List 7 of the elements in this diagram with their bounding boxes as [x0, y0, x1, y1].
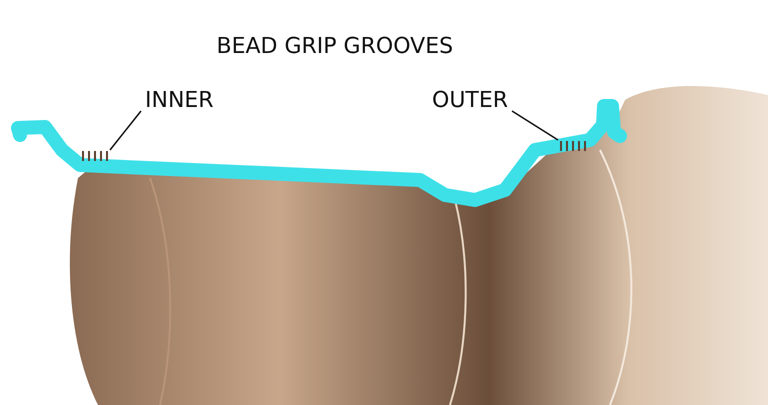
- title: BEAD GRIP GROOVES: [216, 34, 454, 59]
- groove-ridges: [80, 150, 110, 162]
- groove-ridges: [558, 140, 588, 152]
- part-label: INNER: [145, 88, 214, 113]
- leader-line: [109, 110, 142, 150]
- leader-line: [512, 110, 558, 141]
- part-label: OUTER: [432, 88, 508, 113]
